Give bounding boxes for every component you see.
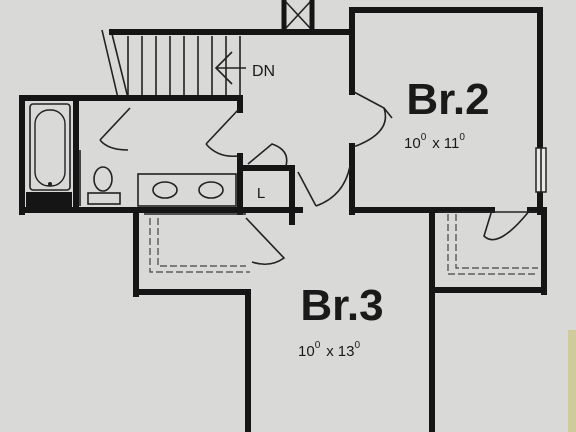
toilet <box>87 166 121 205</box>
linen-closet-label: L <box>257 185 265 202</box>
staircase: DN <box>101 29 275 99</box>
closet-rods <box>149 214 538 275</box>
stair-arrow-icon <box>214 51 246 85</box>
paper-edge <box>568 330 576 432</box>
stair-edge-line <box>111 33 129 99</box>
double-vanity <box>137 173 237 207</box>
room-br3-name: Br.3 <box>300 281 383 330</box>
chimney-chase <box>281 0 315 33</box>
room-br2-name: Br.2 <box>406 75 489 124</box>
stair-edge-line <box>101 29 119 99</box>
walls <box>19 7 547 432</box>
bathtub <box>26 103 72 208</box>
stair-treads <box>127 36 241 98</box>
doors <box>99 91 531 266</box>
stair-direction-label: DN <box>252 63 275 80</box>
window <box>535 147 547 193</box>
